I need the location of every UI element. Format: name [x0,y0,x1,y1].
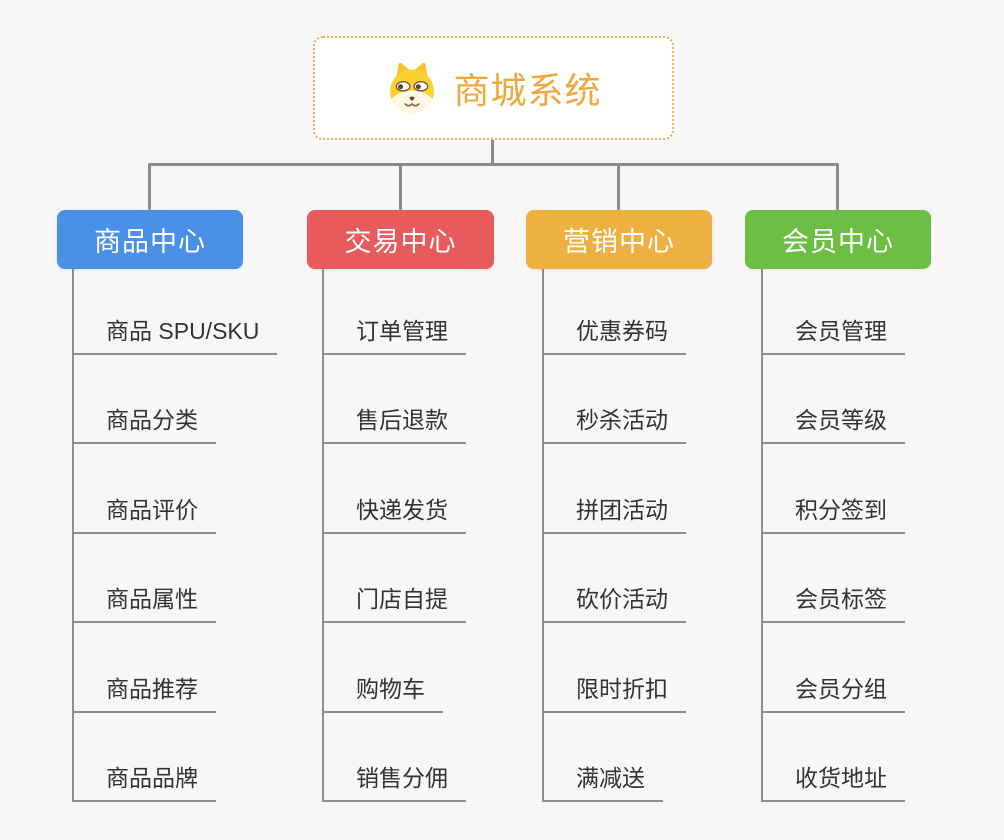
leaf-topic[interactable]: 秒杀活动 [544,355,686,444]
branch-connector-drop [148,164,151,210]
leaf-topic[interactable]: 购物车 [324,623,443,713]
leaf-topic[interactable]: 商品评价 [74,444,216,534]
root-node[interactable]: 商城系统 [313,36,674,140]
leaf-topic[interactable]: 收货地址 [763,713,905,802]
leaf-topic[interactable]: 限时折扣 [544,623,686,713]
leaf-topic[interactable]: 砍价活动 [544,534,686,623]
leaf-topic[interactable]: 会员标签 [763,534,905,623]
leaf-topic[interactable]: 门店自提 [324,534,466,623]
dog-face-icon [390,62,435,114]
branch-node-trade[interactable]: 交易中心 [307,210,494,269]
branch-connector-drop [399,164,402,210]
leaf-topic[interactable]: 会员分组 [763,623,905,713]
branch-label: 交易中心 [344,227,457,257]
branch-children-members: 会员管理 会员等级 积分签到 会员标签 会员分组 收货地址 [761,265,905,802]
leaf-topic[interactable]: 商品推荐 [74,623,216,713]
root-title: 商城系统 [453,70,602,111]
leaf-topic[interactable]: 商品 SPU/SKU [74,265,278,355]
leaf-topic[interactable]: 商品属性 [74,534,216,623]
branch-node-members[interactable]: 会员中心 [745,210,931,269]
leaf-topic[interactable]: 会员管理 [763,265,905,355]
leaf-topic[interactable]: 快递发货 [324,444,466,534]
branch-node-marketing[interactable]: 营销中心 [526,210,712,269]
leaf-topic[interactable]: 销售分佣 [324,713,466,802]
branch-label: 商品中心 [94,227,206,257]
branch-connector-drop [836,164,839,210]
branch-children-trade: 订单管理 售后退款 快递发货 门店自提 购物车 销售分佣 [322,265,466,802]
leaf-topic[interactable]: 满减送 [544,713,663,802]
branch-connector-drop [617,164,620,210]
branch-label: 会员中心 [782,227,894,257]
leaf-topic[interactable]: 优惠券码 [544,265,686,355]
leaf-topic[interactable]: 售后退款 [324,355,466,444]
leaf-topic[interactable]: 拼团活动 [544,444,686,534]
leaf-topic[interactable]: 会员等级 [763,355,905,444]
leaf-topic[interactable]: 商品品牌 [74,713,216,802]
leaf-topic[interactable]: 积分签到 [763,444,905,534]
leaf-topic[interactable]: 商品分类 [74,355,216,444]
branch-children-products: 商品 SPU/SKU 商品分类 商品评价 商品属性 商品推荐 商品品牌 [72,265,278,802]
root-connector-stem [491,139,494,164]
leaf-topic[interactable]: 订单管理 [324,265,466,355]
branch-label: 营销中心 [563,227,675,257]
branch-node-products[interactable]: 商品中心 [57,210,243,269]
root-connector-bus [148,163,839,166]
branch-children-marketing: 优惠券码 秒杀活动 拼团活动 砍价活动 限时折扣 满减送 [542,265,686,802]
